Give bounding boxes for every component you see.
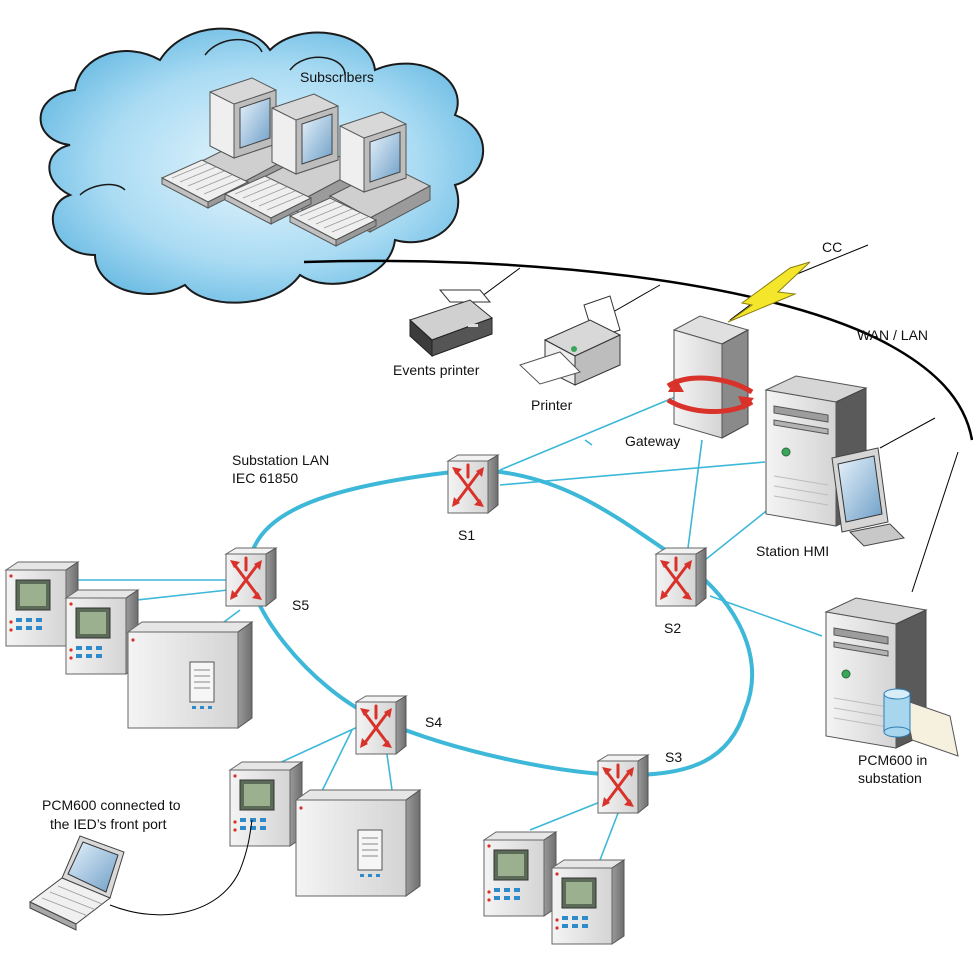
station-hmi [765, 375, 906, 547]
pcm600-front-label-2: the IED’s front port [50, 816, 167, 832]
lan-links [70, 394, 823, 861]
pcm600-laptop [29, 835, 125, 931]
pcm600-front-label-1: PCM600 connected to [42, 797, 181, 813]
printer-label: Printer [531, 397, 573, 413]
gateway-server [666, 315, 754, 439]
events-printer [409, 289, 493, 358]
switch-s3-label: S3 [665, 749, 682, 765]
substation-lan-label-1: Substation LAN [232, 452, 329, 468]
pcm600-substation-label-2: substation [858, 770, 922, 786]
switch-s2: S2 [654, 546, 708, 636]
pcm600-substation-label-1: PCM600 in [858, 752, 927, 768]
subscribers-label: Subscribers [300, 69, 374, 85]
switch-s4-label: S4 [425, 714, 442, 730]
switch-s3: S3 [596, 749, 682, 815]
pcm600-server [825, 597, 959, 757]
switch-s1-label: S1 [458, 527, 475, 543]
ied-group-s3 [483, 831, 625, 945]
substation-lan-label-2: IEC 61850 [232, 470, 298, 486]
cc-label: CC [822, 239, 842, 255]
station-hmi-label: Station HMI [756, 543, 829, 559]
printer [519, 295, 622, 386]
switch-s5-label: S5 [292, 597, 309, 613]
events-printer-label: Events printer [393, 362, 480, 378]
switch-s2-label: S2 [664, 620, 681, 636]
switch-s1: S1 [446, 453, 500, 543]
wan-lan-line [303, 259, 973, 441]
gateway-label: Gateway [625, 433, 680, 449]
switch-s4: S4 [354, 694, 442, 756]
switch-s5: S5 [224, 546, 309, 613]
cc-lightning-bolt [727, 261, 811, 323]
ied-group-s5 [5, 561, 253, 729]
wan-lan-label: WAN / LAN [857, 327, 928, 343]
laptop-cable [109, 819, 253, 916]
wan-drop-lines [469, 267, 959, 593]
